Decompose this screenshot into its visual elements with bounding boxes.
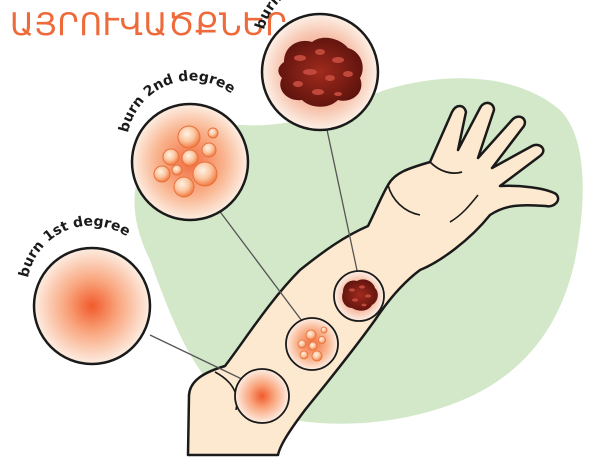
arm-spot-first-degree [235,369,289,423]
arm-spot-second-degree [286,318,338,370]
zoom-circle-second-degree [132,104,248,220]
arm-spot-third-degree [334,271,384,321]
zoom-circle-first-degree [34,248,150,364]
zoom-circle-third-degree [262,14,378,130]
